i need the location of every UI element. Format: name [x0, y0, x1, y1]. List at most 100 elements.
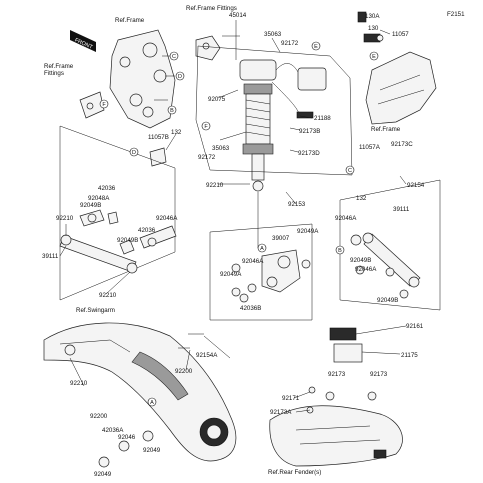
- ref-swingarm: Ref.Swingarm: [76, 307, 115, 314]
- part-92172-bottom: 92172: [198, 154, 216, 161]
- part-39007: 39007: [272, 235, 290, 242]
- callout-b-top: B: [167, 105, 177, 115]
- svg-text:B: B: [170, 108, 174, 114]
- part-11057a: 11057A: [359, 144, 381, 151]
- rear-fender-drawing: [269, 327, 403, 467]
- part-92049a-top: 92049A: [297, 228, 319, 235]
- part-92049a-center: 92049A: [220, 271, 242, 278]
- top-frame-fitting: [195, 35, 240, 61]
- callout-d-left: D: [129, 147, 139, 157]
- callout-c-top: C: [169, 51, 179, 61]
- ref-frame: Ref.Frame: [115, 17, 145, 24]
- svg-text:F: F: [102, 102, 106, 108]
- svg-text:F: F: [204, 124, 208, 130]
- part-92046a-right-bottom: 92046A: [355, 266, 377, 273]
- part-92049b-right-bottom: 92049B: [377, 297, 398, 304]
- part-92049b-right-mid: 92049B: [350, 257, 371, 264]
- right-frame-drawing: [357, 11, 437, 125]
- frame-bracket-drawing: [109, 29, 176, 129]
- part-92210-left: 92210: [56, 215, 74, 222]
- part-45014: 45014: [229, 12, 247, 19]
- part-130: 130: [368, 25, 379, 32]
- bracket-11057b: [149, 147, 167, 167]
- part-92075: 92075: [208, 96, 226, 103]
- part-92048a: 92048A: [88, 195, 110, 202]
- part-42036-mid: 42036: [138, 227, 156, 234]
- swingarm-bolts: [178, 333, 204, 349]
- part-132-right: 132: [356, 195, 367, 202]
- part-39111-right: 39111: [393, 206, 410, 213]
- part-92173a: 92173A: [270, 409, 292, 416]
- part-132-left: 132: [171, 129, 182, 136]
- callout-f-left: F: [99, 99, 109, 109]
- part-92210-swingarm: 92210: [70, 380, 88, 387]
- part-92173-right: 92173: [370, 371, 388, 378]
- part-92046a-center: 92046A: [242, 258, 264, 265]
- svg-text:A: A: [260, 246, 264, 252]
- part-42036b: 42036B: [240, 305, 261, 312]
- leader-lines: [59, 20, 407, 413]
- part-92153: 92153: [288, 201, 306, 208]
- callout-e-shock: E: [311, 41, 321, 51]
- callout-a-center: A: [257, 243, 267, 253]
- callout-f-shock: F: [201, 121, 211, 131]
- callout-a-swingarm: A: [147, 397, 157, 407]
- part-42036a: 42036A: [102, 427, 124, 434]
- part-92046a-right-top: 92046A: [335, 215, 357, 222]
- callout-d-top: D: [175, 71, 185, 81]
- part-35063-bottom: 35063: [212, 145, 230, 152]
- part-92046a-left: 92046A: [156, 215, 178, 222]
- part-92200-bottom: 92200: [90, 413, 108, 420]
- part-92210-bottom: 92210: [99, 292, 117, 299]
- part-92161: 92161: [406, 323, 424, 330]
- ref-frame-fittings-left: Ref.Frame Fittings: [44, 63, 75, 77]
- frame-fitting-bracket: [79, 91, 105, 119]
- part-11057: 11057: [392, 31, 409, 38]
- part-21175: 21175: [401, 352, 418, 359]
- callout-e-right: E: [369, 51, 379, 61]
- callout-c-right: C: [345, 165, 355, 175]
- part-92154: 92154: [407, 182, 425, 189]
- ref-rear-fender: Ref.Rear Fender(s): [268, 469, 321, 476]
- ref-frame-fittings-top: Ref.Frame Fittings: [186, 5, 237, 12]
- right-tie-rod: [339, 179, 441, 311]
- svg-text:C: C: [172, 54, 176, 60]
- part-92154a: 92154A: [196, 352, 218, 359]
- svg-text:A: A: [150, 400, 154, 406]
- part-92171: 92171: [282, 395, 300, 402]
- part-130a: 130A: [365, 13, 380, 20]
- part-92173c: 92173C: [391, 141, 413, 148]
- svg-text:E: E: [372, 54, 376, 60]
- part-92049-left: 92049: [94, 471, 112, 478]
- part-21188: 21188: [314, 115, 331, 122]
- part-92049b-left: 92049B: [80, 202, 101, 209]
- rocker-arm-drawing: [209, 223, 313, 321]
- swingarm-drawing: [43, 322, 237, 462]
- part-39111-left: 39111: [42, 253, 59, 260]
- front-arrow: FRONT: [70, 30, 96, 52]
- part-92200-top: 92200: [175, 368, 193, 375]
- diagram-code: F2151: [447, 11, 465, 18]
- shock-group-frame: [195, 45, 353, 176]
- svg-text:B: B: [338, 248, 342, 254]
- svg-text:D: D: [178, 74, 182, 80]
- ref-frame-right: Ref.Frame: [371, 126, 401, 133]
- svg-text:E: E: [314, 44, 318, 50]
- part-92173-left: 92173: [328, 371, 346, 378]
- part-92046: 92046: [118, 434, 136, 441]
- callout-b-right: B: [335, 245, 345, 255]
- part-92049b-mid: 92049B: [117, 237, 138, 244]
- lower-link-parts: [98, 430, 154, 468]
- part-92049-right: 92049: [143, 447, 161, 454]
- part-11057b: 11057B: [148, 134, 169, 141]
- part-35063-top: 35063: [264, 31, 282, 38]
- part-92210-center: 92210: [206, 182, 224, 189]
- shock-absorber-drawing: [239, 59, 327, 248]
- part-92172-top: 92172: [281, 40, 299, 47]
- svg-text:D: D: [132, 150, 136, 156]
- part-42036-top: 42036: [98, 185, 116, 192]
- part-92173d: 92173D: [298, 150, 320, 157]
- svg-text:C: C: [348, 168, 352, 174]
- part-92173b: 92173B: [299, 128, 320, 135]
